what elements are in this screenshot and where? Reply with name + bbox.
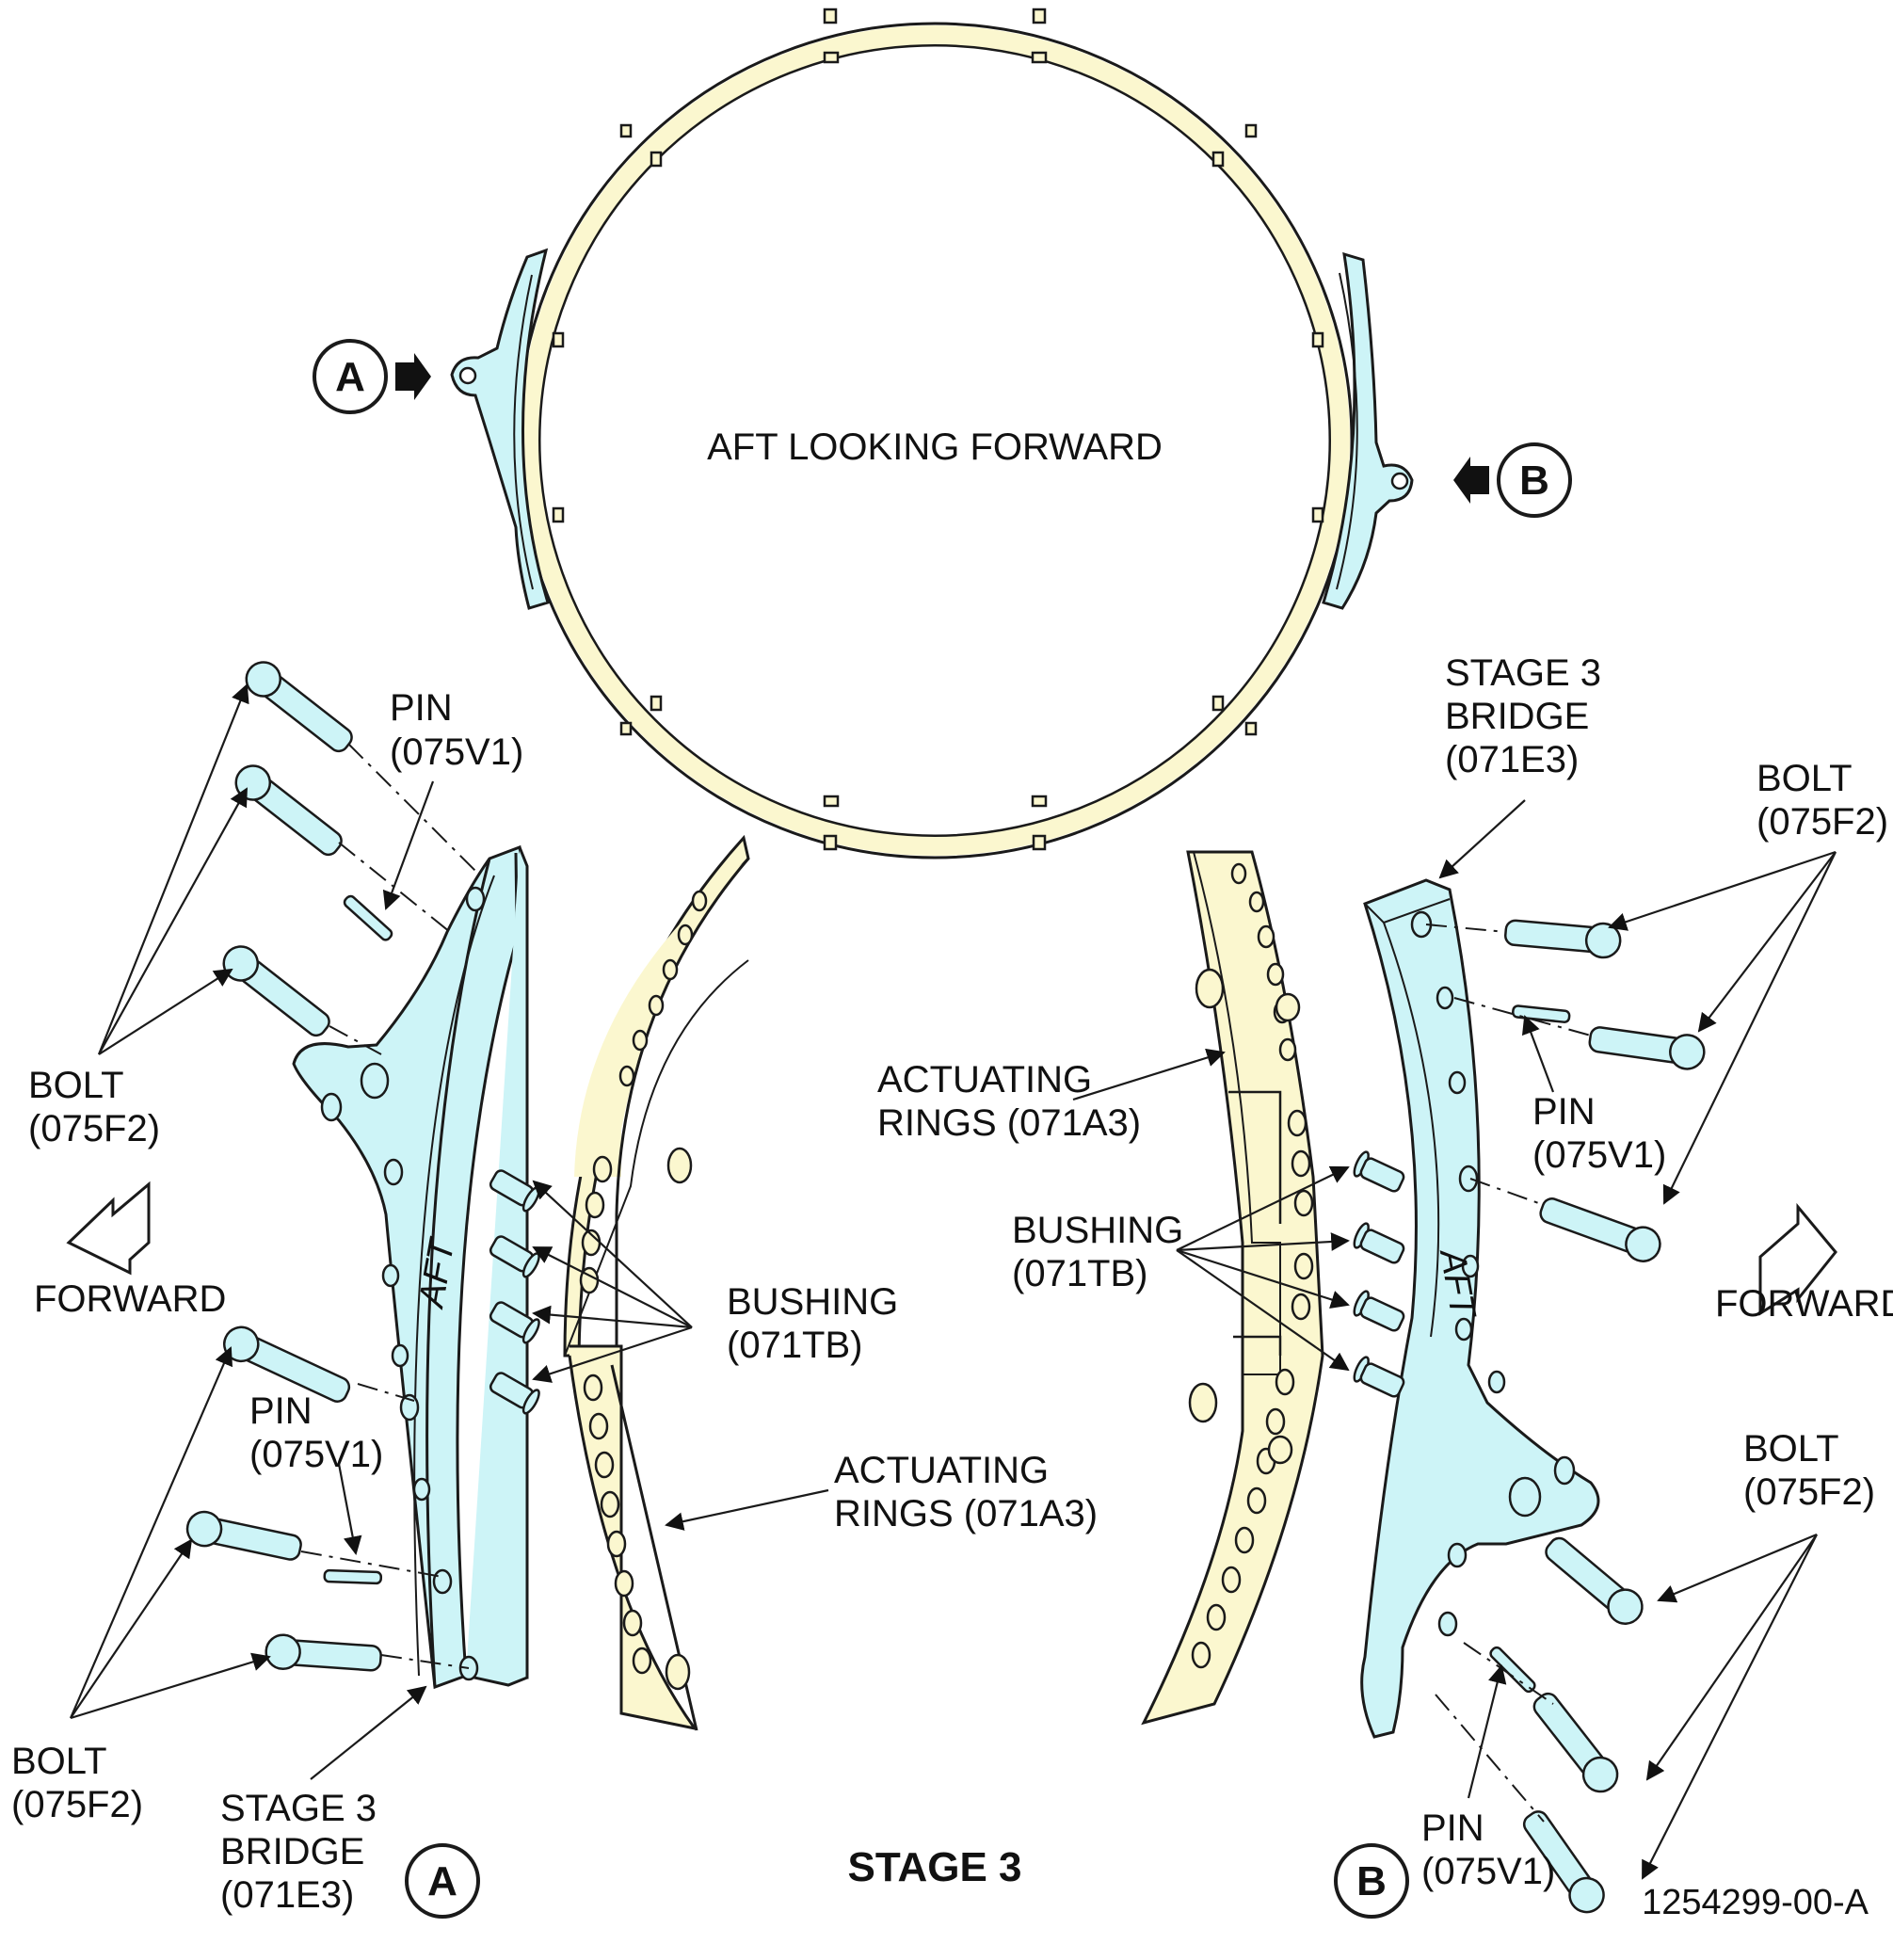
top-ring-view: AFT LOOKING FORWARD A B	[313, 8, 1572, 860]
callout-a-top: A	[313, 339, 431, 414]
label-pin-upper-b: PIN	[1532, 1091, 1596, 1133]
label-pin-lower-a: PIN	[249, 1390, 313, 1432]
bolts-a	[185, 661, 382, 1672]
stage3-bridge-b: AFT	[1360, 878, 1600, 1739]
label-bushing-b-code: (071TB)	[1012, 1253, 1148, 1294]
bolts-b	[1504, 919, 1706, 1914]
leaders-b	[1072, 799, 1837, 1880]
label-bushing-b: BUSHING	[1012, 1210, 1183, 1251]
label-bridge-a-line2: BRIDGE	[220, 1831, 364, 1872]
svg-text:B: B	[1519, 458, 1549, 504]
label-pin-lower-a-code: (075V1)	[249, 1434, 383, 1475]
svg-text:FORWARD: FORWARD	[1715, 1283, 1893, 1325]
stage3-bridge-a: AFT	[292, 844, 529, 1690]
figure-number: 1254299-00-A	[1642, 1883, 1869, 1922]
label-bolt-lower-a-code: (075F2)	[11, 1784, 143, 1825]
actuating-rings-b	[1141, 850, 1324, 1726]
label-pin-upper-a-code: (075V1)	[390, 731, 523, 773]
label-pin-lower-b: PIN	[1421, 1807, 1484, 1849]
label-bushing-a-code: (071TB)	[727, 1325, 863, 1366]
label-bridge-b-code: (071E3)	[1445, 739, 1579, 780]
label-pin-lower-b-code: (075V1)	[1421, 1851, 1555, 1892]
label-bushing-a: BUSHING	[727, 1281, 898, 1323]
svg-text:A: A	[335, 354, 365, 400]
label-bolt-upper-b-code: (075F2)	[1757, 801, 1888, 843]
label-bridge-a: STAGE 3	[220, 1788, 377, 1829]
label-bridge-b-line2: BRIDGE	[1445, 696, 1589, 737]
label-bolt-lower-a: BOLT	[11, 1741, 107, 1782]
forward-arrow-b: FORWARD	[1715, 1202, 1893, 1325]
forward-arrow-a: FORWARD	[34, 1181, 226, 1320]
svg-text:B: B	[1356, 1858, 1387, 1904]
label-bolt-upper-a-code: (075F2)	[28, 1108, 160, 1149]
actuating-rings-a	[563, 834, 750, 1731]
label-pin-upper-b-code: (075V1)	[1532, 1134, 1666, 1176]
leaders-a	[69, 683, 829, 1780]
label-bridge-b: STAGE 3	[1445, 652, 1601, 694]
right-bridge-top	[1322, 251, 1414, 610]
label-bolt-lower-b-code: (075F2)	[1743, 1471, 1875, 1513]
callout-a-detail: A	[405, 1843, 480, 1919]
ring-lugs	[552, 8, 1324, 851]
label-actuating-rings-a-code: RINGS (071A3)	[834, 1493, 1098, 1534]
svg-text:A: A	[427, 1858, 457, 1904]
callout-b-detail: B	[1334, 1843, 1409, 1919]
bushings-b	[1353, 1150, 1405, 1398]
view-b: AFT	[877, 652, 1893, 1919]
label-bolt-lower-b: BOLT	[1743, 1428, 1839, 1470]
view-a: AFT	[11, 661, 1098, 1919]
label-bolt-upper-a: BOLT	[28, 1065, 124, 1106]
label-actuating-rings-b: ACTUATING	[877, 1059, 1092, 1100]
svg-text:FORWARD: FORWARD	[34, 1278, 226, 1320]
diagram-title: STAGE 3	[847, 1844, 1021, 1890]
top-center-label: AFT LOOKING FORWARD	[707, 426, 1163, 468]
label-bridge-a-code: (071E3)	[220, 1874, 354, 1916]
label-bolt-upper-b: BOLT	[1757, 758, 1853, 799]
pins-a	[323, 894, 393, 1585]
bushings-a	[489, 1169, 540, 1415]
label-actuating-rings-a: ACTUATING	[834, 1450, 1049, 1491]
label-pin-upper-a: PIN	[390, 687, 453, 729]
label-actuating-rings-b-code: RINGS (071A3)	[877, 1102, 1141, 1144]
left-bridge-top	[450, 248, 550, 610]
callout-b-top: B	[1453, 442, 1572, 518]
